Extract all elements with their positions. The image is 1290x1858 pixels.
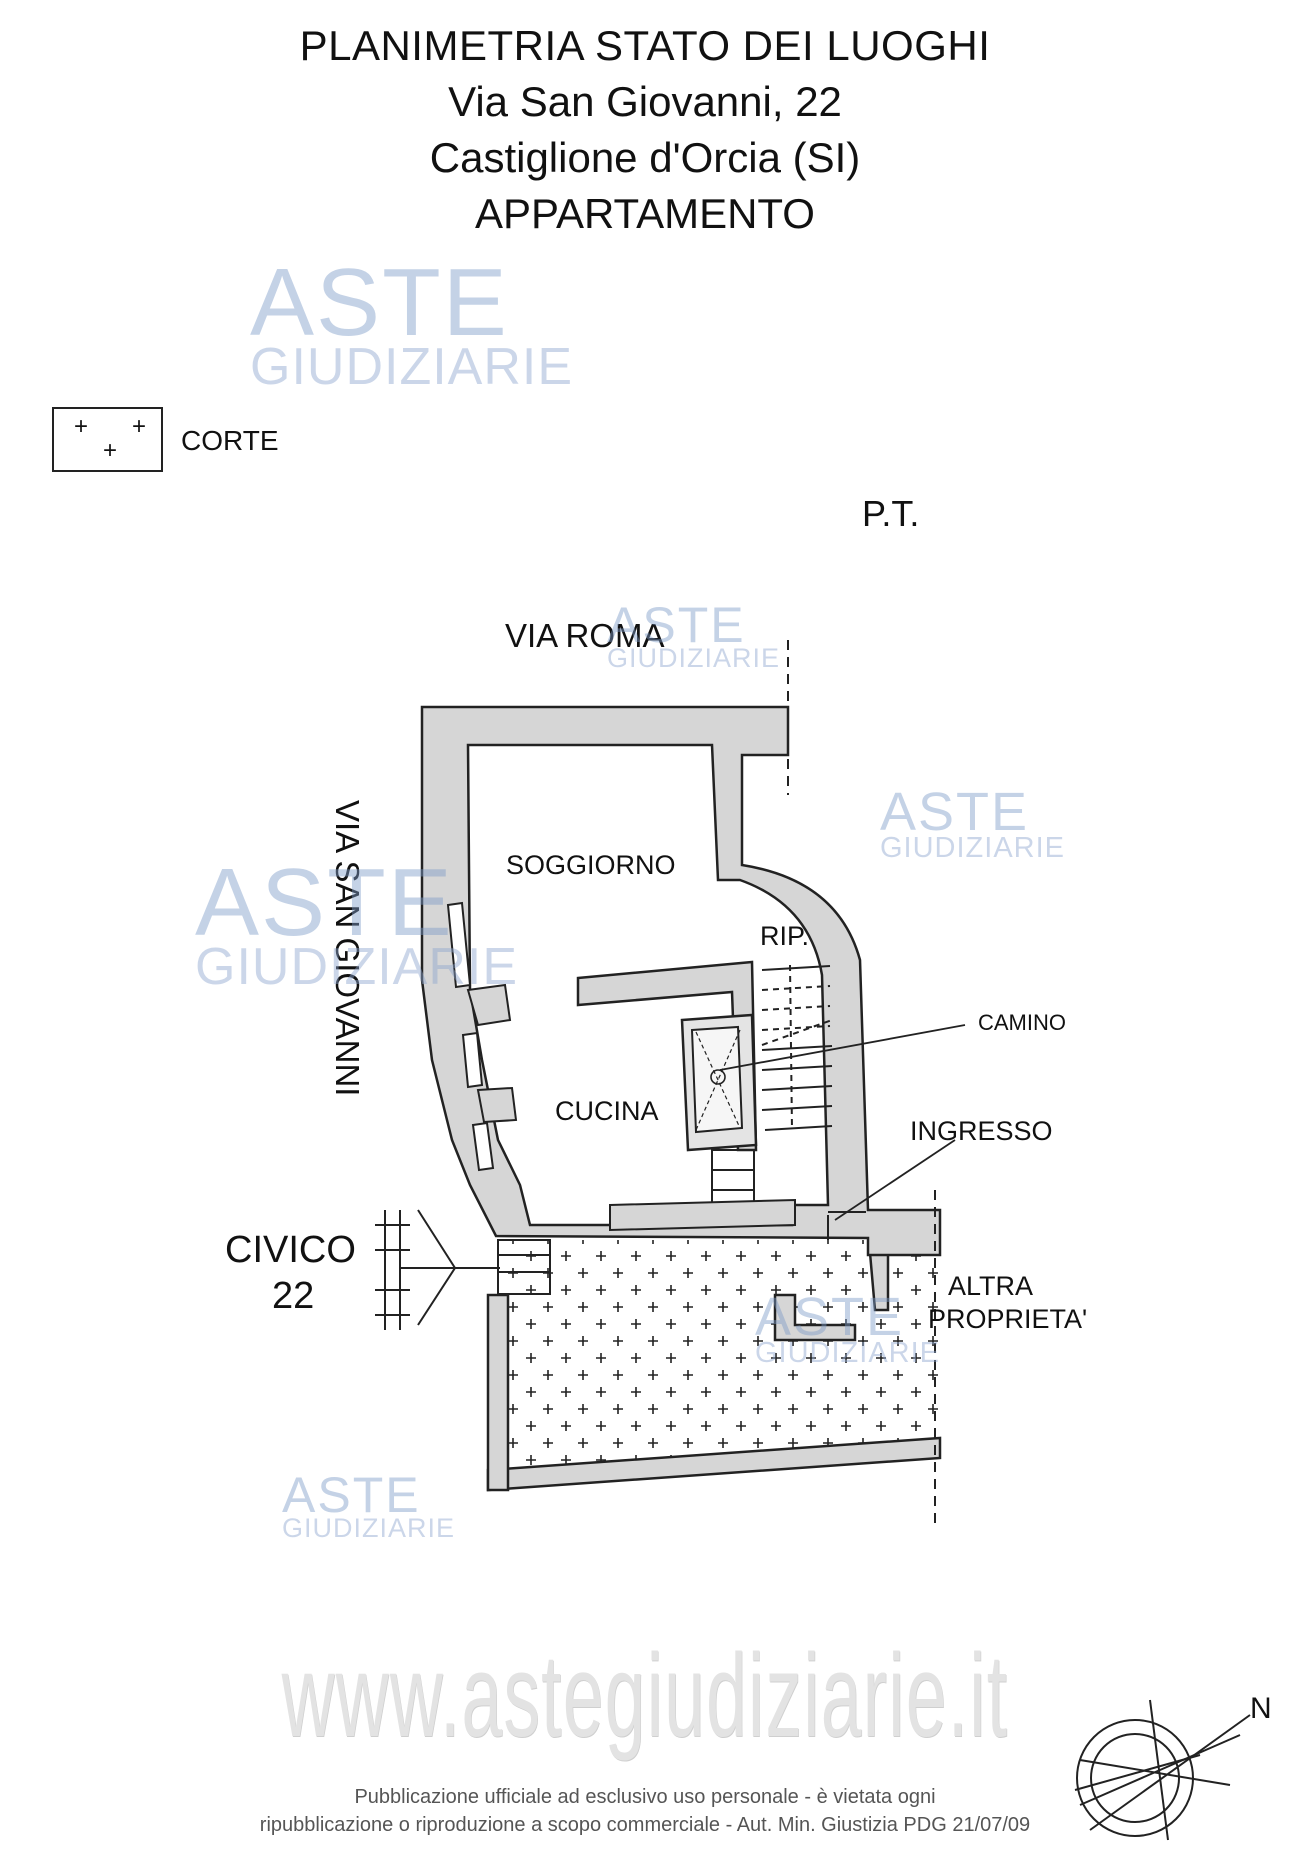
street-via-san-giovanni: VIA SAN GIOVANNI bbox=[329, 800, 366, 1096]
watermark-logo-1: ASTE GIUDIZIARIE bbox=[250, 249, 574, 396]
title-line-4: APPARTAMENTO bbox=[475, 190, 815, 237]
footer-note-line-1: Pubblicazione ufficiale ad esclusivo uso… bbox=[354, 1786, 936, 1808]
civic-line-1: CIVICO bbox=[225, 1229, 356, 1271]
north-label: N bbox=[1250, 1692, 1272, 1725]
watermark-logo-2: ASTE GIUDIZIARIE bbox=[607, 597, 781, 673]
title-line-2: Via San Giovanni, 22 bbox=[448, 78, 842, 125]
civic-entry-marker bbox=[375, 1209, 500, 1330]
courtyard-wall-west bbox=[486, 1293, 510, 1492]
legend-corte-label: CORTE bbox=[181, 425, 279, 456]
other-property-line-2: PROPRIETA' bbox=[928, 1304, 1087, 1334]
room-cucina: CUCINA bbox=[555, 1096, 659, 1126]
south-wall-notch bbox=[609, 1198, 796, 1232]
watermark-logo-4: ASTE GIUDIZIARIE bbox=[195, 849, 519, 996]
footer-note-line-2: ripubblicazione o riproduzione a scopo c… bbox=[259, 1814, 1031, 1836]
north-arrow bbox=[1074, 1699, 1251, 1841]
inner-wall-stub bbox=[773, 1293, 857, 1342]
windows-west bbox=[446, 901, 495, 1172]
room-ripostiglio: RIP. bbox=[760, 921, 809, 951]
other-property-line-1: ALTRA bbox=[948, 1271, 1033, 1301]
label-ingresso: INGRESSO bbox=[910, 1116, 1053, 1146]
civic-line-2: 22 bbox=[272, 1275, 314, 1317]
floor-label: P.T. bbox=[862, 493, 920, 534]
plan-title: PLANIMETRIA STATO DEI LUOGHI Via San Gio… bbox=[0, 18, 1290, 242]
title-line-3: Castiglione d'Orcia (SI) bbox=[429, 134, 861, 181]
courtyard-area bbox=[508, 1240, 940, 1470]
west-jamb-1 bbox=[466, 983, 512, 1027]
title-line-1: PLANIMETRIA STATO DEI LUOGHI bbox=[299, 22, 991, 69]
staircase bbox=[761, 964, 833, 1131]
building-walls bbox=[420, 705, 942, 1257]
fireplace-symbol bbox=[695, 1029, 741, 1131]
fireplace-hearth bbox=[690, 1025, 744, 1134]
street-via-roma: VIA ROMA bbox=[505, 617, 665, 654]
watermark-url: www.astegiudiziarie.it bbox=[281, 1630, 1009, 1762]
watermark-logo-3: ASTE GIUDIZIARIE bbox=[880, 782, 1066, 864]
watermark-logo-6: ASTE GIUDIZIARIE bbox=[282, 1467, 456, 1543]
entrance-leader bbox=[834, 1139, 956, 1221]
room-soggiorno: SOGGIORNO bbox=[506, 850, 676, 880]
west-jamb-2 bbox=[476, 1086, 518, 1124]
fireplace-leader bbox=[719, 1024, 966, 1071]
legend-corte-swatch: + + + bbox=[52, 407, 163, 472]
watermark-logo-5: ASTE GIUDIZIARIE bbox=[755, 1287, 941, 1369]
label-camino: CAMINO bbox=[978, 1010, 1066, 1035]
